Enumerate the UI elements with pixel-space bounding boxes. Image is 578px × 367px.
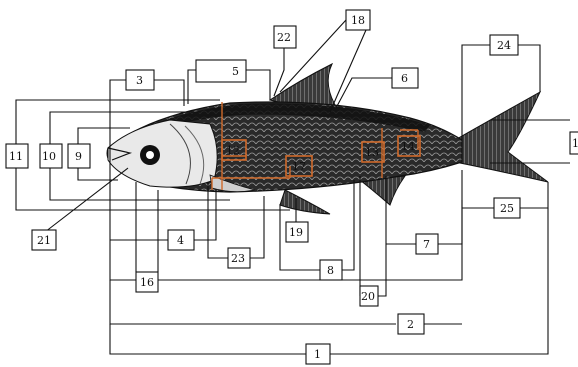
label-3: 3 <box>126 70 154 90</box>
svg-text:21: 21 <box>37 234 51 247</box>
svg-text:11: 11 <box>9 150 23 163</box>
fish-illustration <box>107 64 548 214</box>
svg-text:8: 8 <box>327 264 334 277</box>
svg-text:4: 4 <box>177 234 184 247</box>
label-18: 18 <box>346 10 370 30</box>
label-19: 19 <box>286 222 308 242</box>
label-7: 7 <box>416 234 438 254</box>
label-1-right: 1 <box>570 132 578 154</box>
svg-text:1: 1 <box>572 137 578 150</box>
svg-text:17: 17 <box>292 160 306 173</box>
svg-text:10: 10 <box>42 150 56 163</box>
svg-text:3: 3 <box>136 74 143 87</box>
svg-text:2: 2 <box>407 318 414 331</box>
label-1: 1 <box>306 344 330 364</box>
svg-text:6: 6 <box>401 72 408 85</box>
label-4: 4 <box>168 230 194 250</box>
svg-text:22: 22 <box>277 31 291 44</box>
label-22: 22 <box>274 26 296 48</box>
label-11: 11 <box>6 144 28 168</box>
label-2: 2 <box>398 314 424 334</box>
label-25: 25 <box>494 198 520 218</box>
label-5: 5 <box>196 60 246 82</box>
label-16: 16 <box>136 272 158 292</box>
svg-text:12: 12 <box>226 144 240 157</box>
svg-text:7: 7 <box>423 238 430 251</box>
svg-text:19: 19 <box>289 226 303 239</box>
label-23: 23 <box>228 248 250 268</box>
svg-text:24: 24 <box>497 39 511 52</box>
label-10: 10 <box>40 144 62 168</box>
label-21: 21 <box>32 230 56 250</box>
svg-text:9: 9 <box>75 150 82 163</box>
svg-text:13: 13 <box>365 146 379 159</box>
svg-text:23: 23 <box>231 252 245 265</box>
svg-text:5: 5 <box>232 65 239 78</box>
svg-text:14: 14 <box>401 140 415 153</box>
label-20: 20 <box>360 286 378 306</box>
label-24: 24 <box>490 35 518 55</box>
svg-text:1: 1 <box>314 348 321 361</box>
label-9: 9 <box>68 144 90 168</box>
svg-text:18: 18 <box>351 14 365 27</box>
label-8: 8 <box>320 260 342 280</box>
svg-text:25: 25 <box>500 202 514 215</box>
label-6: 6 <box>392 68 418 88</box>
svg-text:20: 20 <box>361 290 375 303</box>
svg-text:16: 16 <box>140 276 154 289</box>
